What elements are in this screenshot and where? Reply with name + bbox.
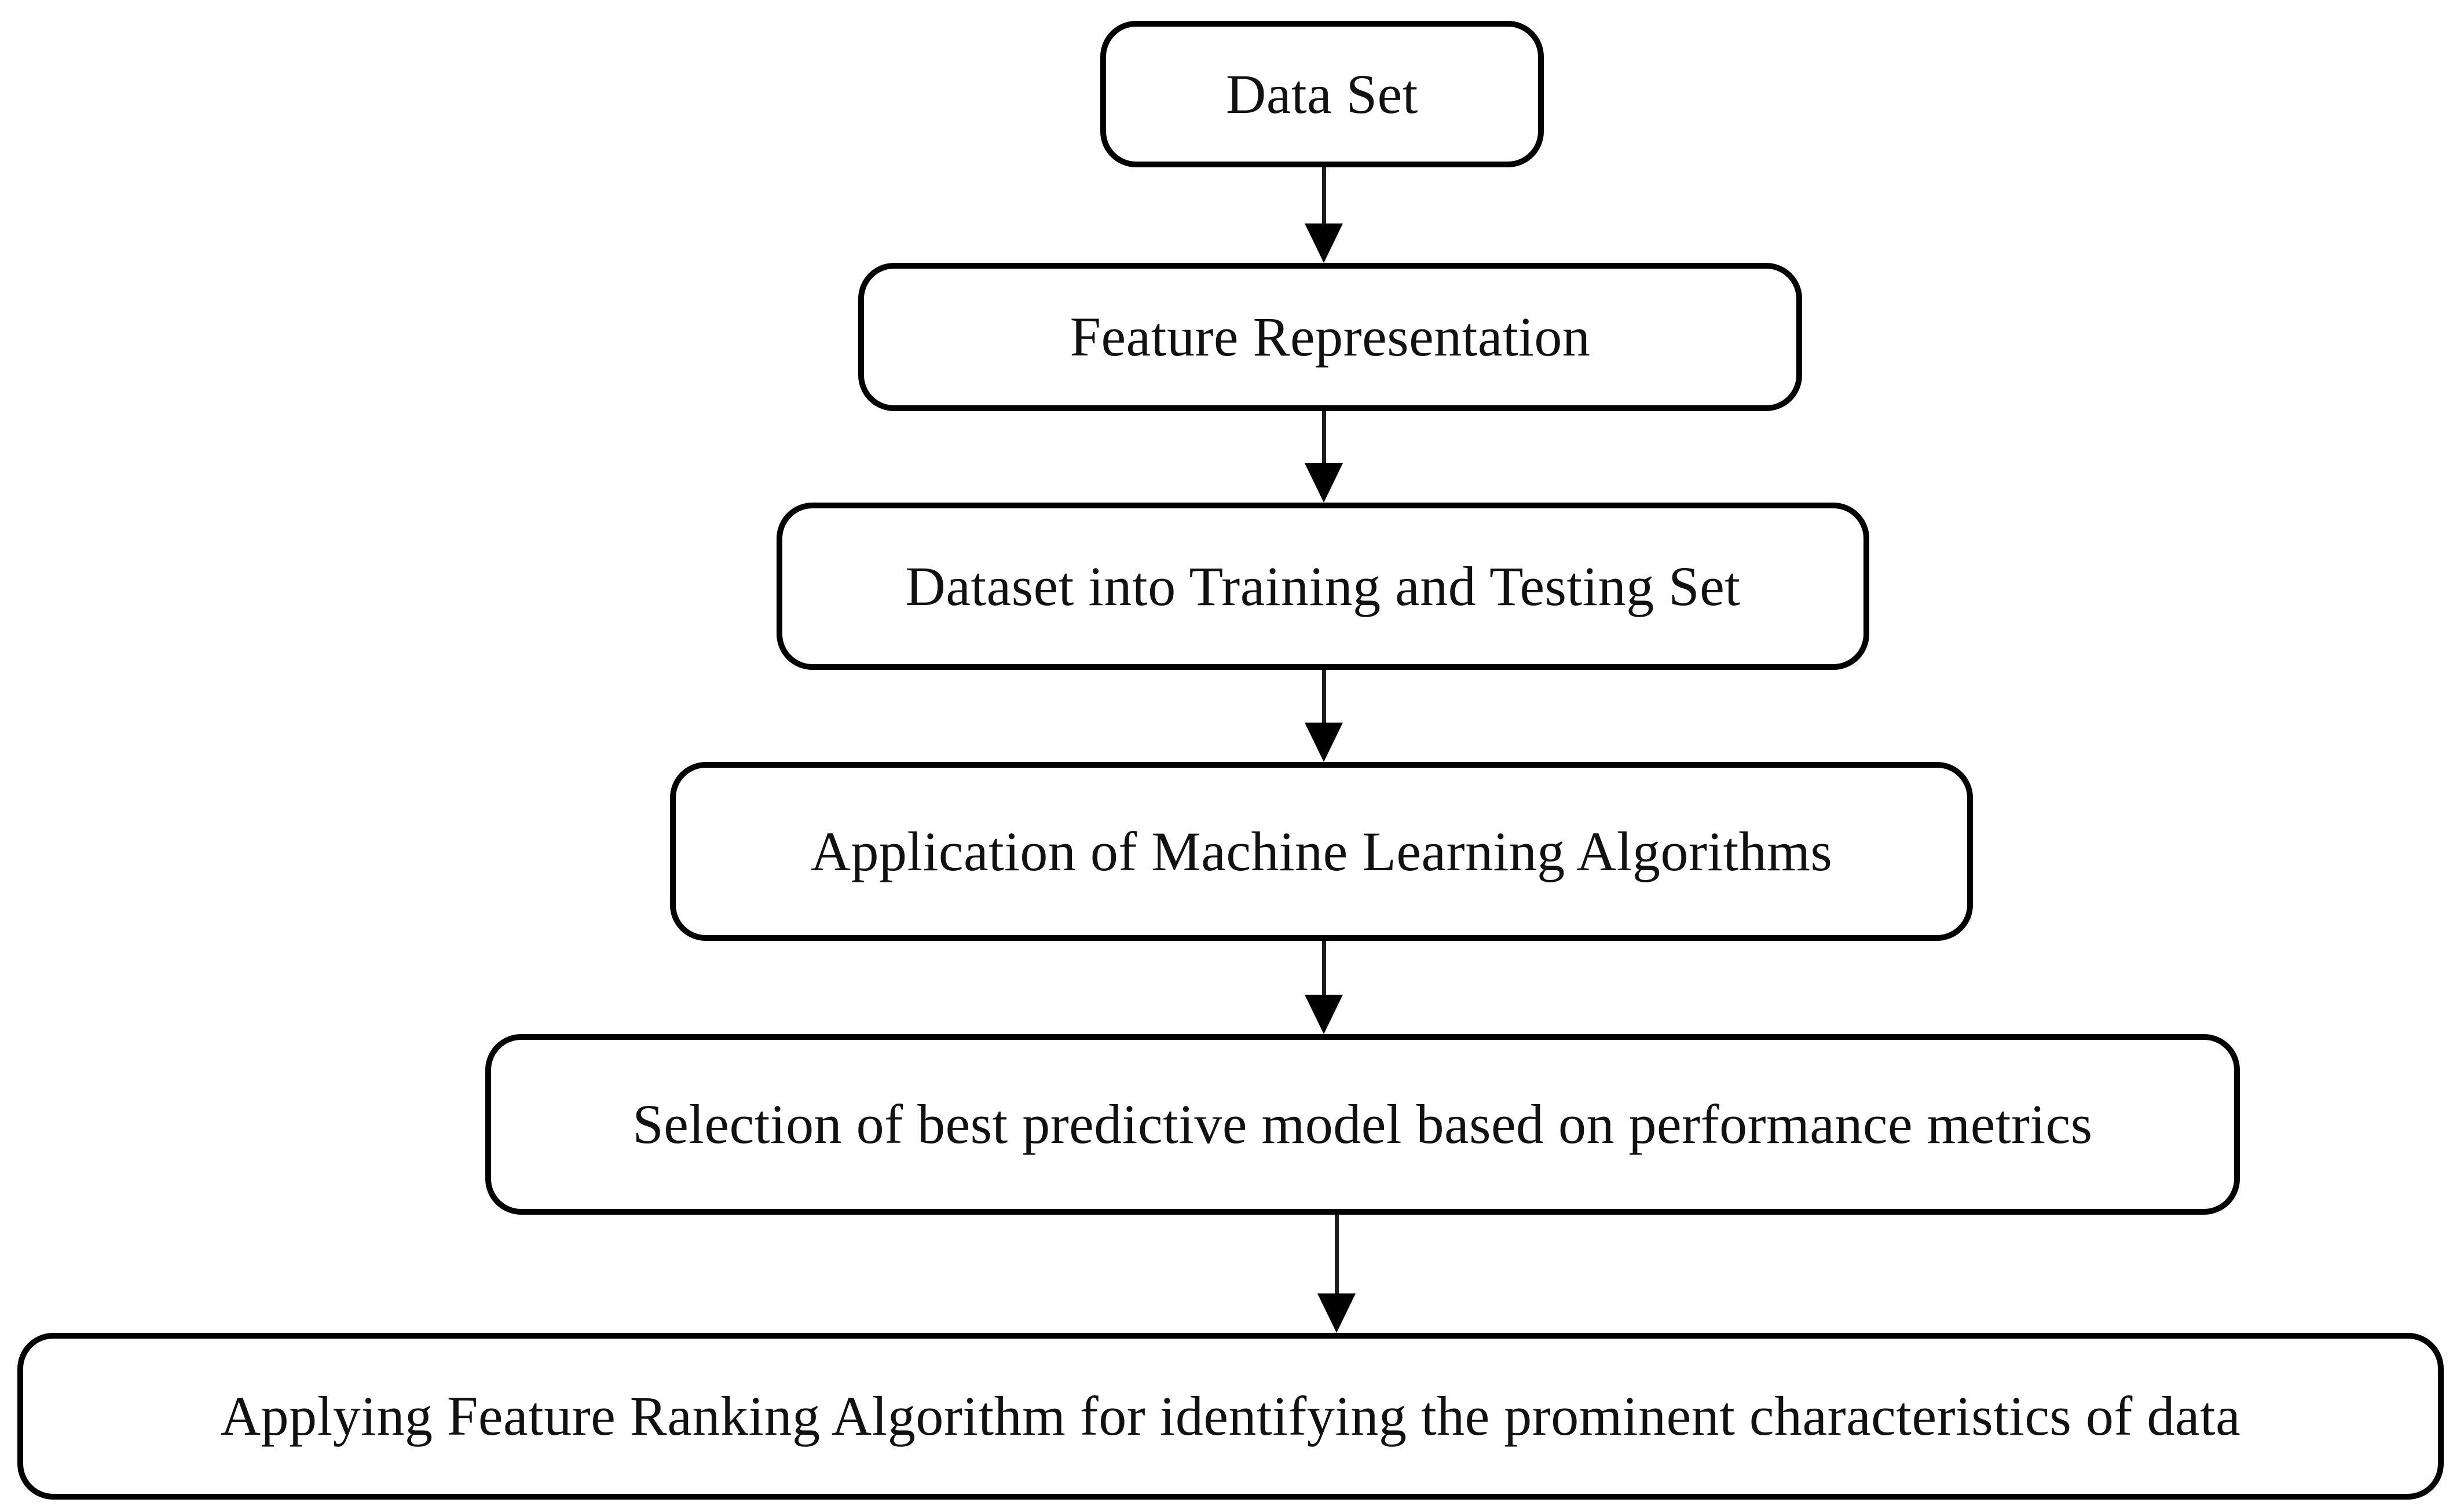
flow-arrow-3 xyxy=(1304,670,1344,762)
arrow-line xyxy=(1321,941,1326,996)
flow-arrow-4 xyxy=(1304,941,1344,1034)
flow-arrow-2 xyxy=(1304,411,1344,503)
flow-node-feature-representation: Feature Representation xyxy=(858,263,1802,411)
flow-node-label: Applying Feature Ranking Algorithm for i… xyxy=(220,1385,2241,1447)
arrowhead-down-icon xyxy=(1305,723,1343,762)
arrow-line xyxy=(1321,411,1326,464)
flow-arrow-5 xyxy=(1316,1215,1357,1333)
flow-arrow-1 xyxy=(1304,167,1344,263)
flow-node-label: Feature Representation xyxy=(1070,306,1591,368)
flow-node-data-set: Data Set xyxy=(1100,21,1544,167)
flow-node-label: Application of Machine Learning Algorith… xyxy=(810,820,1833,882)
arrowhead-down-icon xyxy=(1305,223,1343,263)
flow-node-dataset-split: Dataset into Training and Testing Set xyxy=(777,503,1869,670)
flow-node-label: Selection of best predictive model based… xyxy=(632,1093,2093,1156)
flow-node-model-selection: Selection of best predictive model based… xyxy=(485,1034,2240,1215)
flow-node-ml-algorithms: Application of Machine Learning Algorith… xyxy=(670,762,1973,941)
arrowhead-down-icon xyxy=(1317,1293,1356,1333)
arrowhead-down-icon xyxy=(1305,463,1343,503)
flow-node-feature-ranking: Applying Feature Ranking Algorithm for i… xyxy=(17,1333,2444,1500)
arrow-line xyxy=(1321,670,1326,724)
flow-node-label: Dataset into Training and Testing Set xyxy=(905,555,1741,617)
arrowhead-down-icon xyxy=(1305,995,1343,1034)
arrow-line xyxy=(1321,167,1326,225)
arrow-line xyxy=(1334,1215,1339,1295)
flow-node-label: Data Set xyxy=(1226,63,1418,125)
